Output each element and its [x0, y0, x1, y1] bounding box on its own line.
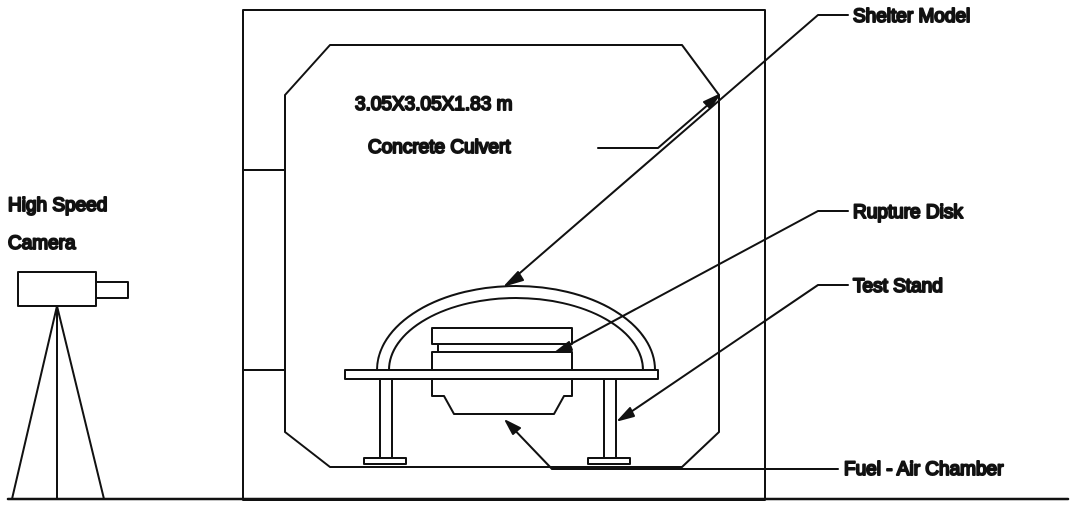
- culvert-dimensions-label: 3.05X3.05X1.83 m: [355, 94, 512, 115]
- shelter-model-label: Shelter Model: [853, 6, 970, 27]
- camera-label-line2: Camera: [8, 233, 76, 254]
- fuel-air-chamber: [431, 378, 573, 415]
- fuel-air-chamber-arrowhead: [505, 420, 521, 435]
- tripod-leg: [11, 305, 58, 500]
- camera-body: [17, 271, 97, 307]
- culvert-inner-opening: [284, 44, 720, 468]
- shelter-model: [376, 285, 656, 371]
- test-stand-label: Test Stand: [853, 276, 943, 297]
- rupture-disk: [431, 351, 573, 371]
- camera-assembly: [11, 271, 129, 500]
- culvert-leader: [597, 96, 718, 149]
- test-stand-right-beam: [587, 378, 631, 465]
- shelter-dome-inner: [388, 297, 644, 371]
- shelter-model-arrowhead: [505, 271, 524, 286]
- test-stand-platform: [344, 369, 659, 380]
- tripod-leg: [56, 305, 105, 500]
- camera-lens: [95, 281, 129, 299]
- culvert-arrowhead: [703, 94, 720, 109]
- camera-label-line1: High Speed: [8, 195, 107, 216]
- fuel-air-chamber-label: Fuel - Air Chamber: [844, 459, 1004, 480]
- culvert-outer-wall: [242, 9, 766, 501]
- middle-plate: [437, 343, 567, 353]
- rupture-disk-label: Rupture Disk: [853, 202, 963, 223]
- test-stand-leader: [618, 284, 849, 421]
- fuel-air-chamber-leader: [506, 421, 839, 470]
- rupture-disk-arrowhead: [555, 341, 573, 353]
- culvert-material-label: Concrete Culvert: [368, 137, 511, 158]
- concrete-culvert: [242, 9, 766, 501]
- top-plate: [431, 327, 573, 345]
- rupture-disk-leader: [555, 210, 849, 353]
- shelter-dome-outer: [376, 285, 656, 371]
- test-stand-arrowhead: [618, 407, 635, 421]
- test-stand-left-beam: [363, 378, 407, 465]
- shelter-model-leader: [505, 14, 849, 286]
- leader-lines: [505, 14, 849, 470]
